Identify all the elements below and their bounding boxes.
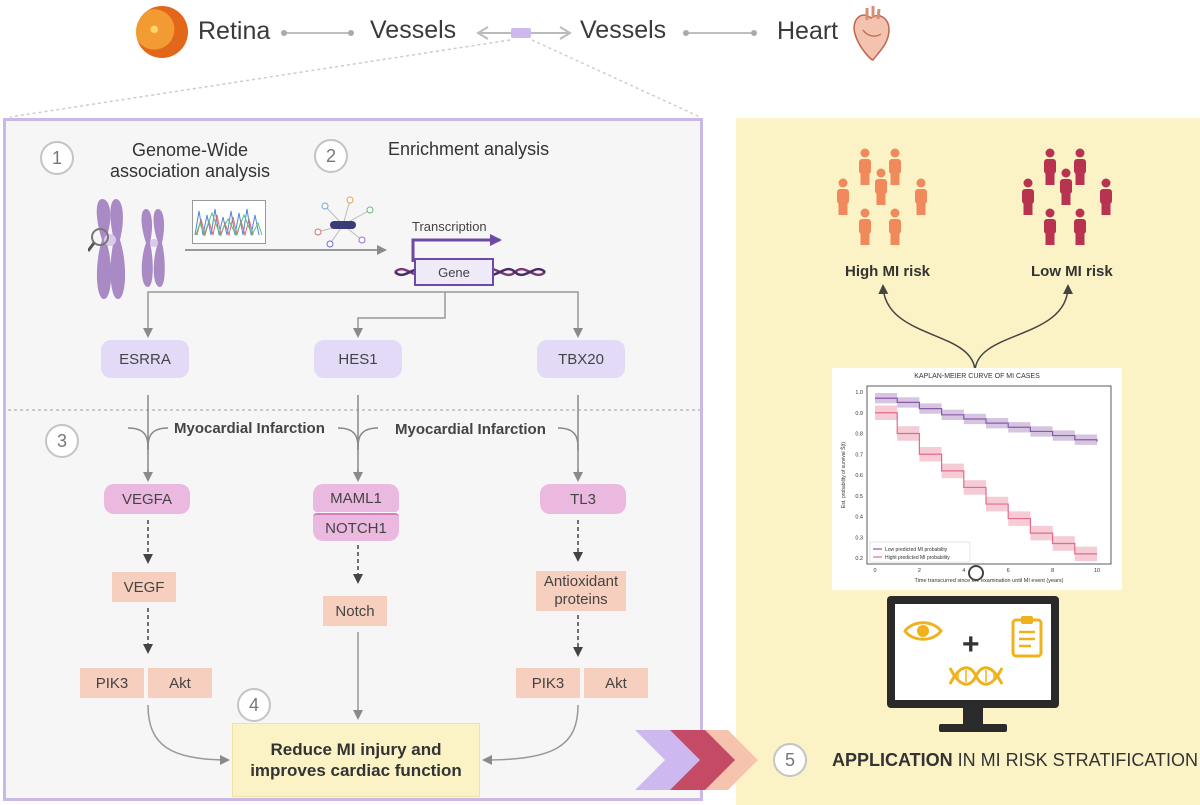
plus-icon: + <box>962 628 980 661</box>
person-icon <box>859 208 871 245</box>
gene-label: Gene <box>438 264 470 280</box>
target-notch1: NOTCH1 <box>313 513 399 541</box>
step-3-badge: 3 <box>45 424 79 458</box>
x-tick-label: 4 <box>962 568 965 574</box>
heart-icon <box>851 4 891 62</box>
y-tick-label: 0.6 <box>855 473 863 479</box>
person-icon <box>859 148 871 185</box>
application-title: APPLICATION IN MI RISK STRATIFICATION <box>832 750 1198 771</box>
chart-y-label: Est. probability of survival Ŝ(t) <box>840 442 847 508</box>
high-risk-label: High MI risk <box>845 263 931 280</box>
application-title-rest: IN MI RISK STRATIFICATION <box>952 750 1199 770</box>
low-risk-group-icon <box>1018 143 1118 258</box>
step-1-title-line2: association analysis <box>109 161 271 181</box>
product-akt-right: Akt <box>584 668 648 698</box>
y-tick-label: 0.3 <box>855 535 863 541</box>
gene-hes1: HES1 <box>314 340 402 378</box>
series-line <box>875 412 1097 555</box>
outcome-line1: Reduce MI injury and <box>270 740 442 759</box>
vessels-left-label: Vessels <box>370 16 457 44</box>
product-notch: Notch <box>323 596 387 626</box>
clipboard-icon <box>1011 614 1043 658</box>
heart-label: Heart <box>777 17 839 45</box>
product-pik3-left: PIK3 <box>80 668 144 698</box>
x-tick-label: 10 <box>1094 568 1100 574</box>
y-tick-label: 1.0 <box>855 390 863 396</box>
chromosome-icon <box>88 195 188 303</box>
chart-legend <box>869 541 971 563</box>
chart-title: KAPLAN-MEIER CURVE OF MI CASES <box>914 373 1040 380</box>
y-tick-label: 0.7 <box>855 452 863 458</box>
outcome-line2: improves cardiac function <box>250 761 462 780</box>
high-risk-group-icon <box>833 143 933 258</box>
mi-label-right: Myocardial Infarction <box>395 421 546 438</box>
person-icon <box>1044 148 1056 185</box>
person-icon <box>1074 208 1086 245</box>
eye-icon <box>903 618 943 644</box>
series-confidence-band <box>875 405 1097 562</box>
gene-tbx20: TBX20 <box>537 340 625 378</box>
step-2-badge: 2 <box>314 139 348 173</box>
y-tick-label: 0.4 <box>855 515 863 521</box>
person-icon <box>889 148 901 185</box>
person-icon <box>875 168 887 205</box>
x-tick-label: 6 <box>1007 568 1010 574</box>
target-tl3: TL3 <box>540 484 626 514</box>
mi-label-left: Myocardial Infarction <box>174 420 325 437</box>
y-tick-label: 0.5 <box>855 494 863 500</box>
person-icon <box>1022 178 1034 215</box>
outcome-box: Reduce MI injury and improves cardiac fu… <box>232 723 480 797</box>
person-icon <box>1060 168 1072 205</box>
legend-entry: Hight predicted MI probability <box>885 555 950 561</box>
target-maml1: MAML1 <box>313 484 399 512</box>
x-tick-label: 8 <box>1051 568 1054 574</box>
magnifier-icon <box>968 565 984 581</box>
x-tick-label: 2 <box>918 568 921 574</box>
product-vegf: VEGF <box>112 572 176 602</box>
low-risk-label: Low MI risk <box>1031 263 1113 280</box>
step-4-badge: 4 <box>237 688 271 722</box>
gene-box: Gene <box>414 258 494 286</box>
person-icon <box>915 178 927 215</box>
product-pik3-right: PIK3 <box>516 668 580 698</box>
retina-icon <box>136 6 188 58</box>
y-tick-label: 0.9 <box>855 411 863 417</box>
step-1-badge: 1 <box>40 141 74 175</box>
person-icon <box>889 208 901 245</box>
retina-label: Retina <box>198 17 271 45</box>
y-tick-label: 0.2 <box>855 556 863 562</box>
step-1-title: Genome-Wide association analysis <box>90 140 290 182</box>
legend-entry: Low predicted MI probability <box>885 547 948 553</box>
person-icon <box>837 178 849 215</box>
person-icon <box>1044 208 1056 245</box>
person-icon <box>1100 178 1112 215</box>
gene-esrra: ESRRA <box>101 340 189 378</box>
kaplan-meier-chart: KAPLAN-MEIER CURVE OF MI CASES 0.2 0.3 0.4… <box>832 368 1122 590</box>
application-title-bold: APPLICATION <box>832 750 953 770</box>
antioxidant-line1: Antioxidant <box>543 573 619 590</box>
target-vegfa: VEGFA <box>104 484 190 514</box>
step-2-title: Enrichment analysis <box>388 139 550 159</box>
sequencing-chromatogram-icon <box>192 200 266 244</box>
x-tick-label: 0 <box>873 568 876 574</box>
chart-x-label: Time transcurred since the examination u… <box>915 578 1064 584</box>
product-akt-left: Akt <box>148 668 212 698</box>
series-line <box>875 397 1098 442</box>
vessels-right-label: Vessels <box>580 16 667 44</box>
product-antioxidant-proteins: Antioxidant proteins <box>536 571 626 611</box>
y-tick-label: 0.8 <box>855 432 863 438</box>
step-5-badge: 5 <box>773 743 807 777</box>
step-1-title-line1: Genome-Wide <box>131 140 249 160</box>
antioxidant-line2: proteins <box>554 591 608 608</box>
dna-icon <box>948 662 1004 690</box>
person-icon <box>1074 148 1086 185</box>
transcription-label: Transcription <box>412 219 487 234</box>
